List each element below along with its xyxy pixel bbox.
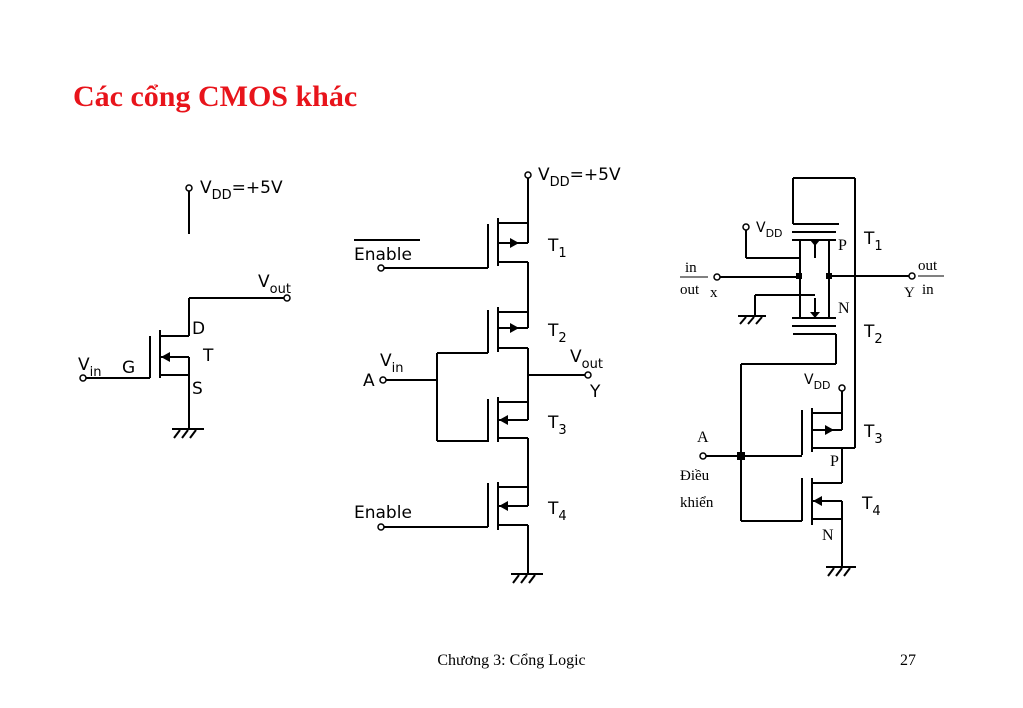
in-label-right: in (922, 282, 934, 298)
vin-label-2: Vin (380, 351, 404, 376)
vdd-terminal-2 (524, 171, 532, 179)
khien-label: khiển (680, 495, 714, 511)
x-label: x (710, 285, 718, 301)
vout-label-1: Vout (258, 272, 291, 297)
transistor-t1-pmos (487, 218, 529, 312)
in-label-left: in (685, 260, 697, 276)
vout-terminal-2 (584, 371, 592, 379)
slide-title: Các cổng CMOS khác (73, 80, 358, 113)
vin-label-1: Vin (78, 355, 102, 380)
p-label-t1: P (838, 237, 847, 254)
t2-label-2: T2 (547, 321, 567, 346)
diagram-2-tristate-inverter: VDD=+5V T1 Enable T2 (354, 165, 621, 584)
control-a-terminal (699, 452, 707, 460)
x-terminal (713, 273, 721, 281)
vdd-label-3b: VDD (804, 372, 831, 392)
transistor-t3-pmos-3 (801, 408, 855, 455)
diagram-3-transmission-gate: P N T1 T2 VDD in out x out in Y (680, 177, 944, 577)
ground-symbol-3a (738, 315, 766, 325)
output-y-label-2: Y (589, 382, 601, 402)
input-a-terminal-2 (379, 376, 387, 384)
t4-label-3: T4 (861, 494, 881, 519)
vdd-label-1: VDD=+5V (200, 178, 283, 203)
ground-symbol-3b (826, 566, 856, 577)
y-label-3: Y (904, 285, 915, 301)
transmission-gate-t1-t2 (792, 231, 836, 327)
out-label-right: out (918, 258, 938, 274)
source-label-s: S (192, 379, 203, 399)
input-a-label-2: A (363, 371, 375, 391)
enable-label: Enable (354, 503, 412, 523)
control-junction (737, 452, 745, 460)
vout-label-2: Vout (570, 347, 603, 372)
t2-label-3: T2 (863, 322, 883, 347)
page-number: 27 (900, 652, 916, 669)
transistor-t3-nmos (487, 397, 529, 487)
transistor-t4-nmos-3 (741, 448, 843, 566)
slide-footer: Chương 3: Cổng Logic (437, 652, 586, 669)
transistor-t4-nmos (487, 482, 529, 573)
gate-label-g: G (122, 358, 135, 378)
enable-terminal (377, 523, 385, 531)
drain-label-d: D (192, 319, 205, 339)
vdd-terminal-3a (742, 223, 750, 231)
body-arrow-1 (161, 352, 170, 362)
enable-bar-label: Enable (354, 245, 412, 265)
t1-label-3: T1 (863, 229, 883, 254)
transistor-label-t: T (202, 346, 214, 366)
n-label-t4: N (822, 527, 834, 544)
vdd-terminal-3b (838, 384, 846, 392)
t3-label-3: T3 (863, 422, 883, 447)
p-label-t3: P (830, 453, 839, 470)
vdd-label-3a: VDD (756, 220, 783, 240)
enable-bar-terminal (377, 264, 385, 272)
vdd-label-2: VDD=+5V (538, 165, 621, 190)
vout-terminal-1 (283, 294, 291, 302)
vdd-terminal-1 (185, 184, 193, 192)
control-a-label: A (697, 429, 709, 446)
t3-label-2: T3 (547, 413, 567, 438)
out-label-left: out (680, 282, 700, 298)
ground-symbol-2 (511, 573, 543, 584)
dieu-label: Điều (680, 468, 710, 484)
t1-label-2: T1 (547, 236, 567, 261)
diagram-1-nmos-switch: VDD=+5V Vout Vin G D T S (78, 178, 291, 439)
vin-terminal-1 (79, 374, 87, 382)
transistor-t2-pmos (487, 307, 529, 402)
ground-symbol-1 (172, 428, 204, 439)
y-terminal (908, 272, 916, 280)
n-label-t2: N (838, 300, 850, 317)
t4-label-2: T4 (547, 499, 567, 524)
